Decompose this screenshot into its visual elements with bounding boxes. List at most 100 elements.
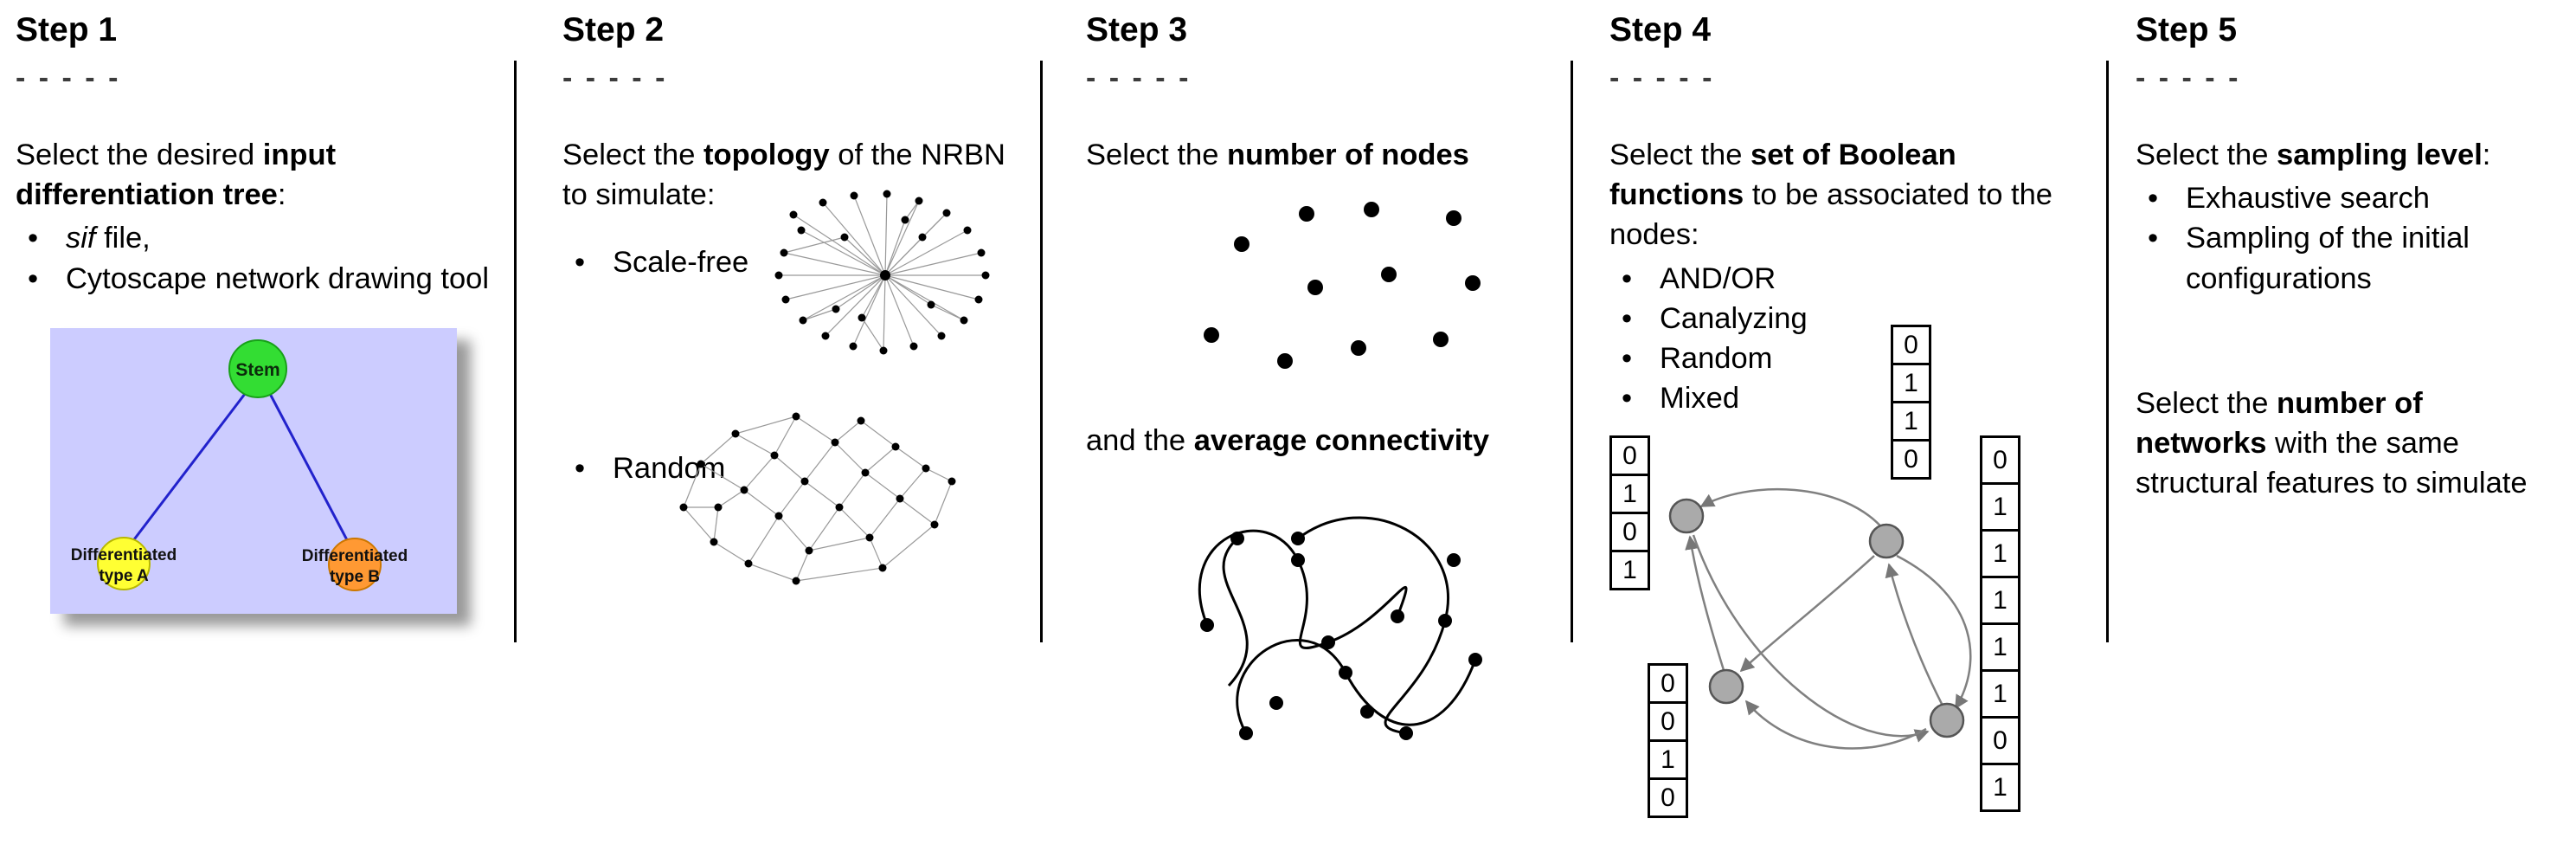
- network-edge: [1685, 535, 1725, 671]
- bullet-text: AND/OR: [1660, 261, 1776, 295]
- truth-table-cell: 1: [1609, 550, 1650, 590]
- bullet-marker: •: [28, 222, 39, 255]
- column-divider: [1040, 61, 1043, 642]
- bullet-text: Canalyzing: [1660, 301, 1808, 335]
- step-5-bullet-list: • Exhaustive search •Sampling of the init…: [2136, 178, 2561, 299]
- bullet-item-random-functions: • Random: [1609, 338, 2090, 378]
- step-1-bullet-list: •sif file, •Cytoscape network drawing to…: [16, 218, 490, 298]
- bullet-marker: •: [1622, 301, 1633, 335]
- text-bold: sampling level: [2277, 138, 2483, 171]
- step-2-bullet-random-row: • Random: [562, 448, 725, 488]
- network-edge: [1739, 555, 1875, 673]
- truth-table-cell: 1: [1980, 669, 2020, 719]
- type-b-label-line1: Differentiated: [302, 547, 408, 565]
- step-1-column: Step 1 - - - - - Select the desired inpu…: [16, 11, 490, 614]
- step-4-intro: Select the set of Boolean functions to b…: [1609, 135, 2084, 255]
- text: Select the: [1609, 138, 1751, 171]
- dashed-rule: - - - - -: [562, 61, 668, 94]
- bullet-marker: •: [1622, 341, 1633, 375]
- text-bold: topology: [703, 138, 830, 171]
- bullet-text: Scale-free: [613, 246, 749, 279]
- bullet-text: Exhaustive search: [2186, 182, 2430, 216]
- bullet-item-exhaustive: • Exhaustive search: [2136, 178, 2561, 218]
- step-2-bullet-scale-free-row: • Scale-free: [562, 242, 748, 282]
- scattered-nodes-figure: [1204, 202, 1481, 369]
- differentiation-tree-panel: Stem Differentiated type A Differentiate…: [50, 327, 457, 614]
- bullet-marker: •: [1622, 382, 1633, 416]
- truth-table-cell: 0: [1648, 663, 1688, 704]
- text-bold: average connectivity: [1193, 424, 1490, 457]
- network-edge: [1896, 554, 1972, 710]
- truth-table-cell: 0: [1891, 439, 1931, 480]
- step-2-title: Step 2: [562, 11, 665, 48]
- scale-free-network-figure: [774, 190, 990, 355]
- bullet-marker: •: [2148, 182, 2159, 216]
- text: file,: [95, 222, 151, 255]
- bullet-text: Sampling of the initial configurations: [2186, 222, 2470, 295]
- truth-table-cell: 1: [1609, 474, 1650, 514]
- text-bold: set of Boolean functions: [1609, 138, 1956, 212]
- network-node: [1708, 668, 1744, 705]
- bullet-item-and-or: • AND/OR: [1609, 259, 2090, 299]
- bullet-marker: •: [575, 246, 586, 279]
- truth-table-cell: 1: [1980, 576, 2020, 625]
- bullet-text: Cytoscape network drawing tool: [66, 261, 489, 295]
- bullet-text: Random: [613, 452, 726, 485]
- bullet-marker: •: [575, 452, 586, 485]
- text: of the NRBN to simulate:: [562, 138, 1005, 212]
- network-edge: [1885, 563, 1943, 705]
- differentiation-tree-figure: Stem Differentiated type A Differentiate…: [50, 327, 457, 614]
- text-bold: input differentiation tree: [16, 138, 337, 212]
- text: with the same structural features to sim…: [2136, 426, 2528, 500]
- step-3-line1: Select the number of nodes: [1086, 135, 1558, 175]
- truth-table-cell: 0: [1980, 435, 2020, 485]
- dashed-rule: - - - - -: [1086, 61, 1192, 94]
- boolean-network-graph: [1668, 487, 1972, 750]
- text: Select the: [1086, 138, 1228, 171]
- truth-table-cell: 1: [1980, 482, 2020, 532]
- text: to be associated to the nodes:: [1609, 178, 2052, 252]
- step-2-column: Step 2 - - - - - Select the topology of …: [562, 11, 1021, 843]
- step-2-intro: Select the topology of the NRBN to simul…: [562, 135, 1021, 215]
- truth-table-cell: 1: [1891, 401, 1931, 442]
- step-5-column: Step 5 - - - - - Select the sampling lev…: [2136, 11, 2561, 503]
- text: Select the: [2136, 386, 2277, 420]
- type-b-node: [328, 537, 382, 591]
- truth-table-cell: 1: [1980, 529, 2020, 578]
- step-4-column: Step 4 - - - - - Select the set of Boole…: [1609, 11, 2090, 843]
- stem-node: [228, 338, 287, 398]
- network-node: [1868, 523, 1905, 559]
- text: :: [277, 178, 286, 212]
- truth-table-cell: 0: [1648, 777, 1688, 818]
- bullet-item-canalyzing: • Canalyzing: [1609, 299, 2090, 338]
- text-bold: number of networks: [2136, 386, 2423, 460]
- truth-table-cell: 1: [1891, 363, 1931, 403]
- bullet-item-sampling: •Sampling of the initial configurations: [2136, 218, 2561, 298]
- text: Select the: [562, 138, 704, 171]
- dashed-rule: - - - - -: [2136, 61, 2241, 94]
- bullet-text: Mixed: [1660, 382, 1740, 416]
- step-4-title: Step 4: [1609, 11, 1712, 48]
- dashed-rule: - - - - -: [16, 61, 121, 94]
- step-4-bullet-list: • AND/OR • Canalyzing • Random • Mixed: [1609, 259, 2090, 419]
- truth-table-cell: 0: [1609, 435, 1650, 476]
- type-a-label-line1: Differentiated: [71, 546, 177, 564]
- bullet-text: Random: [1660, 341, 1773, 375]
- truth-table-cell: 1: [1980, 763, 2020, 812]
- column-divider: [514, 61, 517, 642]
- step-3-line2: and the average connectivity: [1086, 421, 1489, 461]
- column-divider: [2106, 61, 2109, 642]
- step-3-column: Step 3 - - - - - Select the number of no…: [1086, 11, 1558, 843]
- network-edge: [1692, 534, 1930, 743]
- network-node: [1929, 702, 1965, 738]
- step-1-title: Step 1: [16, 11, 118, 48]
- dashed-rule: - - - - -: [1609, 61, 1715, 94]
- stem-label: Stem: [235, 360, 279, 380]
- bullet-marker: •: [1622, 261, 1633, 295]
- step-3-title: Step 3: [1086, 11, 1188, 48]
- bullet-marker: •: [28, 261, 39, 295]
